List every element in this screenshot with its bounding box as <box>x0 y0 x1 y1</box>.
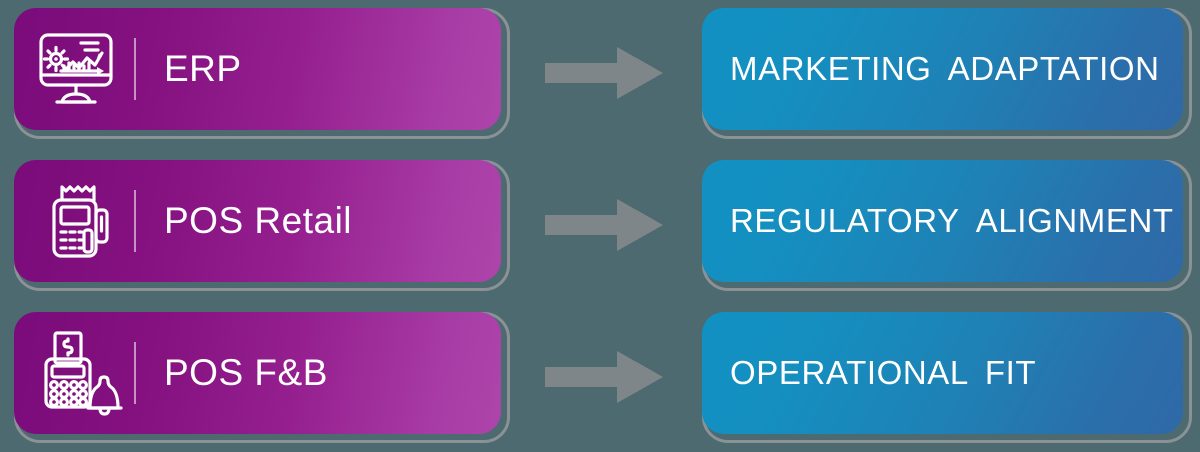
source-card-pos-retail[interactable]: POS Retail <box>14 160 510 291</box>
card-body: REGULATORY ALIGNMENT <box>702 160 1183 282</box>
source-card-erp[interactable]: ERP <box>14 8 510 139</box>
destination-word-2: FIT <box>984 354 1037 391</box>
card-body: MARKETING ADAPTATION <box>702 8 1183 130</box>
destination-label-regulatory-alignment: REGULATORY ALIGNMENT <box>702 202 1174 240</box>
source-card-pos-fb[interactable]: POS F&B <box>14 312 510 443</box>
card-body: ERP <box>14 8 501 130</box>
arrow-right-icon-row2 <box>543 197 665 253</box>
destination-word-2: ADAPTATION <box>947 50 1160 87</box>
source-label-pos-retail: POS Retail <box>164 200 353 241</box>
destination-label-marketing-adaptation: MARKETING ADAPTATION <box>702 50 1160 88</box>
icon-label-divider <box>134 190 136 252</box>
destination-label-operational-fit: OPERATIONAL FIT <box>702 354 1036 392</box>
source-label-pos-fb: POS F&B <box>164 352 328 393</box>
destination-card-regulatory-alignment[interactable]: REGULATORY ALIGNMENT <box>702 160 1192 291</box>
monitor-analytics-gear-icon <box>24 26 132 112</box>
destination-word-2: ALIGNMENT <box>975 202 1174 239</box>
pos-card-terminal-receipt-icon <box>24 178 132 264</box>
card-body: POS Retail <box>14 160 501 282</box>
cash-register-bell-icon <box>24 328 132 418</box>
source-label-erp: ERP <box>164 48 242 89</box>
icon-label-divider <box>134 342 136 404</box>
destination-word-1: MARKETING <box>730 50 932 87</box>
destination-word-1: REGULATORY <box>730 202 960 239</box>
icon-label-divider <box>134 38 136 100</box>
destination-card-marketing-adaptation[interactable]: MARKETING ADAPTATION <box>702 8 1192 139</box>
destination-card-operational-fit[interactable]: OPERATIONAL FIT <box>702 312 1192 443</box>
arrow-right-icon-row3 <box>543 349 665 405</box>
arrow-right-icon-row1 <box>543 45 665 101</box>
destination-word-1: OPERATIONAL <box>730 354 969 391</box>
card-body: OPERATIONAL FIT <box>702 312 1183 434</box>
card-body: POS F&B <box>14 312 501 434</box>
